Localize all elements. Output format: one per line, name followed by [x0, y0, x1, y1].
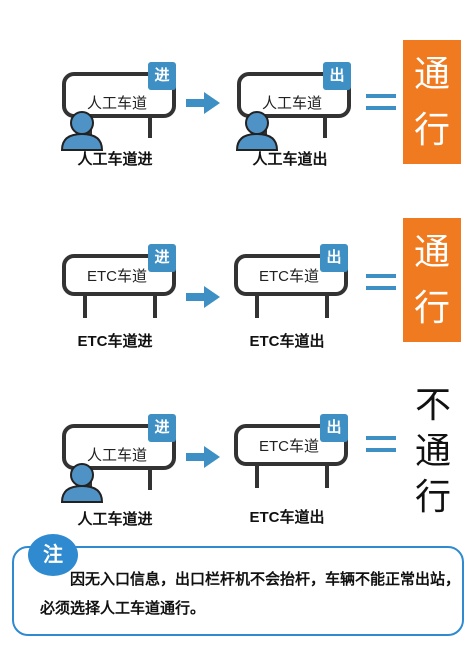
- entry-caption: ETC车道进: [77, 333, 153, 350]
- right-arrow-icon: [186, 286, 220, 308]
- sign-label: 人工车道: [86, 447, 147, 464]
- sign-frame: [234, 424, 348, 488]
- result-char: 通: [413, 231, 450, 272]
- result-char: 通: [414, 430, 451, 471]
- entry-caption: 人工车道进: [77, 511, 153, 528]
- exit-badge: 出: [323, 62, 351, 90]
- sign-label: ETC车道: [86, 268, 147, 285]
- entry-badge: 进: [148, 244, 176, 272]
- exit-caption: ETC车道出: [249, 509, 325, 526]
- exit-caption: ETC车道出: [249, 333, 325, 350]
- right-arrow-icon: [186, 446, 220, 468]
- result-char: 行: [413, 287, 450, 328]
- row-2: ETC车道 进 ETC车道进 ETC车道 出 ETC车道出 通 行: [0, 218, 473, 408]
- row-1: 人工车道 进 人工车道进 人工车道 出 人工车道出 通 行: [0, 40, 473, 230]
- sign-frame: [62, 72, 176, 138]
- sign-label: ETC车道: [258, 438, 319, 455]
- entry-badge: 进: [148, 62, 176, 90]
- exit-caption: 人工车道出: [252, 151, 328, 168]
- sign-label: 人工车道: [261, 95, 322, 112]
- note-box: [12, 546, 464, 636]
- equals-sign: [366, 274, 396, 290]
- person-icon: [235, 111, 279, 151]
- row-3: 人工车道 进 人工车道进 ETC车道 出 ETC车道出 不 通 行: [0, 384, 473, 578]
- sign-label: 人工车道: [86, 95, 147, 112]
- exit-badge: 出: [320, 414, 348, 442]
- exit-badge: 出: [320, 244, 348, 272]
- result-char: 行: [413, 109, 450, 150]
- sign-frame: [62, 254, 176, 318]
- sign-label: ETC车道: [258, 268, 319, 285]
- result-no-pass: 不 通 行: [405, 382, 461, 520]
- sign-frame: [234, 254, 348, 318]
- note-text: 因无入口信息，出口栏杆机不会抬杆，车辆不能正常出站，必须选择人工车道通行。: [40, 571, 461, 617]
- right-arrow-icon: [186, 92, 220, 114]
- entry-badge: 进: [148, 414, 176, 442]
- note-badge: 注: [28, 534, 78, 576]
- result-char: 行: [414, 476, 451, 517]
- equals-sign: [366, 94, 396, 110]
- person-icon: [60, 111, 104, 151]
- result-char: 通: [413, 53, 450, 94]
- result-pass: 通 行: [403, 218, 461, 342]
- result-char: 不: [414, 384, 451, 425]
- person-icon: [60, 463, 104, 503]
- result-pass: 通 行: [403, 40, 461, 164]
- equals-sign: [366, 436, 396, 452]
- entry-caption: 人工车道进: [77, 151, 153, 168]
